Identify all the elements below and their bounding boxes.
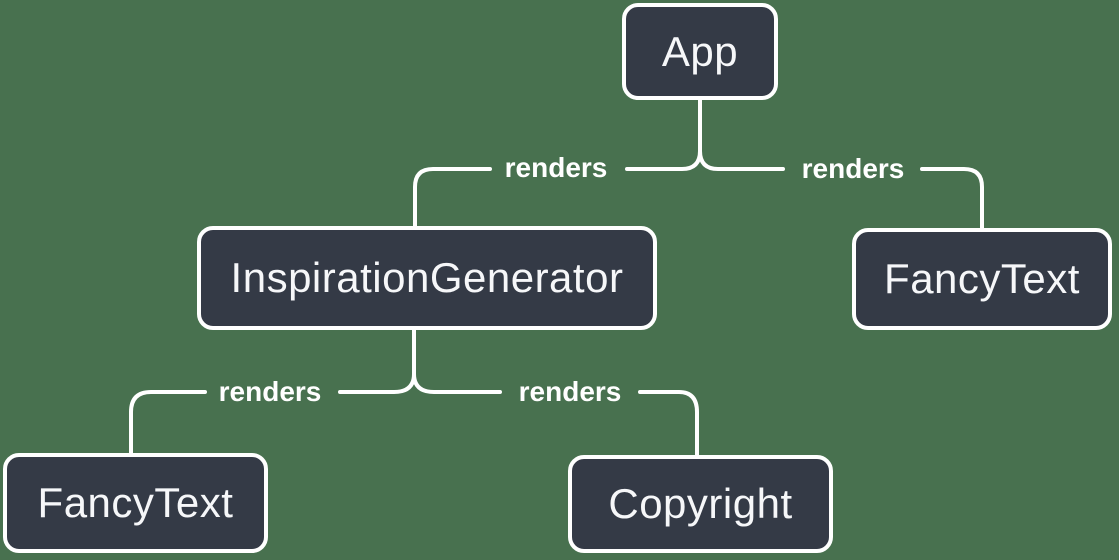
- node-fancy-text-bottom: FancyText: [3, 453, 268, 553]
- edge-label-app-renders-fancy-text: renders: [801, 153, 905, 184]
- node-fancy-text-bottom-label: FancyText: [37, 479, 234, 526]
- connector-app-stem-right: [698, 98, 785, 171]
- node-app: App: [622, 3, 778, 100]
- node-fancy-text-top-label: FancyText: [884, 255, 1080, 302]
- node-inspiration-generator-label: InspirationGenerator: [230, 254, 624, 301]
- node-fancy-text-top: FancyText: [852, 228, 1112, 330]
- edge-label-app-renders-inspiration-generator: renders: [504, 152, 608, 183]
- edge-label-ig-renders-fancy-text: renders: [218, 376, 322, 407]
- edge-label-ig-renders-copyright: renders: [518, 376, 622, 407]
- node-inspiration-generator: InspirationGenerator: [197, 226, 657, 330]
- connector-ig-stem-left: [338, 328, 416, 394]
- connector-app-to-inspiration-generator: [413, 167, 492, 228]
- connector-ig-stem-right: [412, 328, 502, 394]
- node-app-label: App: [661, 27, 739, 75]
- node-copyright-label: Copyright: [608, 480, 793, 527]
- node-copyright: Copyright: [568, 455, 833, 553]
- connector-ig-to-copyright: [638, 390, 699, 457]
- connector-app-stem-left: [625, 98, 702, 171]
- connector-ig-to-fancy-text: [129, 390, 207, 455]
- connector-app-to-fancy-text: [920, 167, 984, 230]
